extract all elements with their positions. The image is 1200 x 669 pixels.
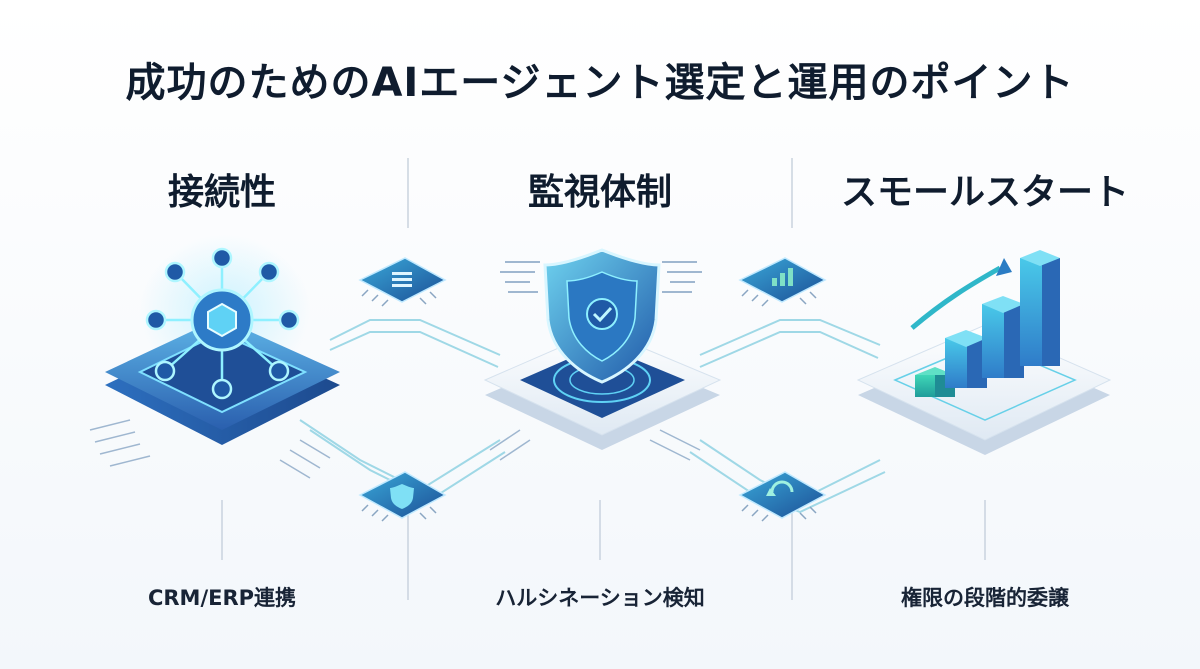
growth-bar-chart-icon [915, 250, 1060, 397]
column-dividers [221, 158, 986, 600]
column-heading-monitoring: 監視体制 [527, 172, 672, 213]
column-heading-small-start: スモールスタート [840, 172, 1129, 213]
column-caption-small-start: 権限の段階的委譲 [901, 586, 1069, 610]
page-title: 成功のためのAIエージェント選定と運用のポイント [125, 60, 1075, 106]
chip-top-left [358, 257, 447, 307]
monitoring-illustration [483, 248, 722, 450]
chip-bottom-right [738, 471, 827, 522]
column-caption-connectivity: CRM/ERP連携 [147, 586, 297, 610]
circuit-ticks [89, 419, 701, 479]
chip-bottom-left [358, 471, 447, 522]
column-heading-connectivity: 接続性 [167, 172, 276, 213]
column-caption-monitoring: ハルシネーション検知 [495, 586, 705, 610]
connectivity-illustration [105, 235, 340, 445]
chip-top-right [738, 257, 827, 307]
small-start-illustration [856, 250, 1112, 455]
